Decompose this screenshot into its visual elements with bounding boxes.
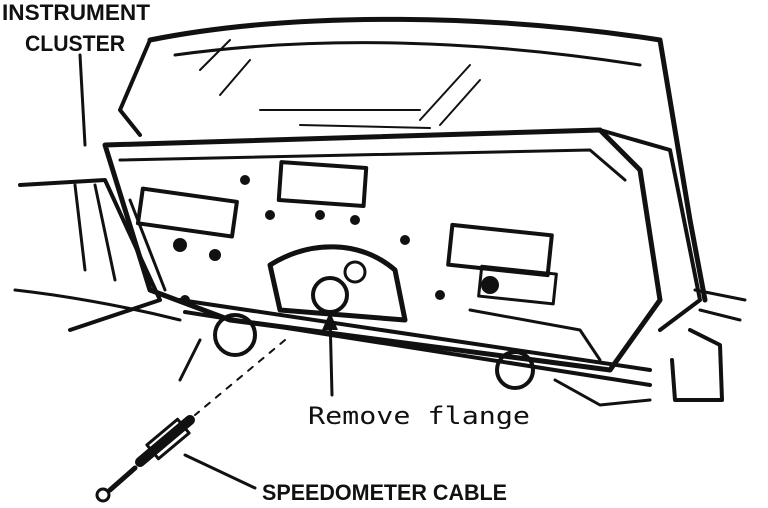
label-remove-flange: Remove flange: [308, 402, 530, 430]
gauge-window-lower-right: [477, 264, 558, 306]
right-bracket: [670, 288, 747, 402]
speedometer-flange: [267, 244, 408, 323]
label-cluster: CLUSTER: [25, 31, 125, 56]
lower-fittings: [178, 313, 652, 407]
label-speedometer-cable: SPEEDOMETER CABLE: [262, 480, 507, 505]
gauge-window-left: [135, 186, 239, 239]
gauge-window-top: [276, 160, 369, 208]
label-instrument: INSTRUMENT: [2, 0, 151, 25]
left-bracket: [13, 178, 182, 332]
speedometer-cable: [95, 339, 286, 503]
cluster-housing: [102, 127, 702, 387]
gauge-window-right: [446, 222, 554, 278]
leader-lines: [78, 53, 338, 490]
dashboard-hood: [118, 16, 708, 303]
